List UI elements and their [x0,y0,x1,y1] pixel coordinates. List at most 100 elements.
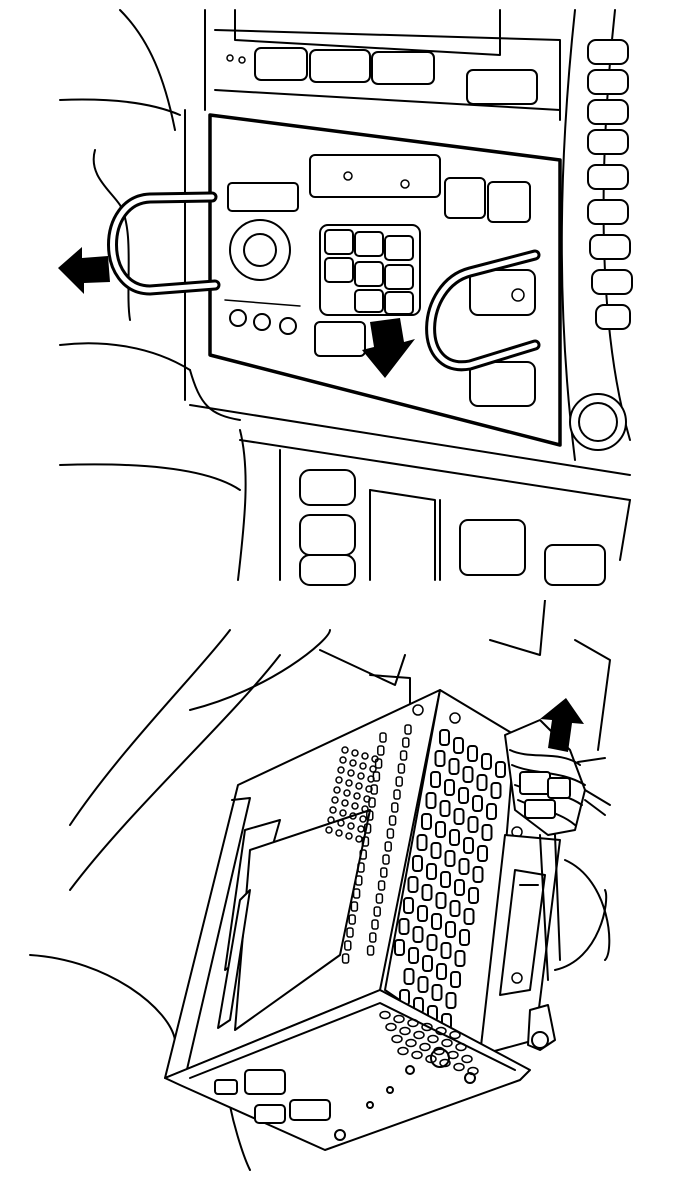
vent-slot [448,758,460,775]
vent-slot [434,750,446,767]
bottom-vent-dots [379,1010,479,1076]
chassis-right-side [479,834,561,1056]
vent-slot [476,774,488,791]
vent-slot [416,834,428,851]
vent-slot [454,950,466,967]
side-vent-grille [560,9,633,461]
vent-slot [486,803,497,820]
vent-slot [454,879,465,896]
vent-dot [382,854,390,865]
vent-dot [370,784,378,795]
vent-dot [395,776,403,787]
chassis-removal-panel [0,600,688,1178]
vent-slot [435,821,446,838]
vent-dot [366,810,374,821]
vent-dot [361,836,370,847]
vent-slot [439,800,451,817]
vent-dot [355,782,363,790]
vent-dot [349,812,357,820]
vent-dot [353,792,361,800]
chassis-vent-dots [325,724,412,964]
vent-slot [453,808,465,825]
vent-slot [440,871,451,888]
vent-dot [341,746,349,754]
vent-dot [385,1022,397,1032]
vent-slot [430,842,442,859]
vent-slot [459,929,470,946]
vent-slot [436,963,447,980]
vent-dot [404,724,412,735]
vent-dot [427,1034,439,1044]
vent-slot [422,955,433,972]
vent-slot [412,855,423,872]
vent-dot [447,1050,459,1060]
vent-dot [359,762,367,770]
vent-dot [333,786,341,794]
vent-dot [441,1038,453,1048]
vent-dot [380,867,388,878]
vent-dot [363,823,372,834]
vent-slot [463,908,475,925]
vent-dot [379,1010,391,1020]
vent-slot [445,921,456,938]
vent-slot [449,900,461,917]
vent-dot [341,953,350,964]
radio-removal-tool-left [107,191,221,296]
vent-slot [450,971,461,988]
vent-dot [393,789,401,800]
vent-dot [337,819,345,827]
radio-chassis-drawing [29,600,611,1171]
vent-dot [397,1046,409,1056]
vent-slot [472,866,484,883]
upper-bezel [214,9,561,121]
vent-slot [435,892,447,909]
vent-slot [472,795,483,812]
vent-dot [343,789,351,797]
vent-dot [355,875,363,886]
vent-dot [413,1030,425,1040]
vent-slot [467,745,478,762]
vent-dot [379,732,387,743]
vent-dot [331,796,339,804]
vent-dot [433,1046,445,1056]
vent-dot [346,927,354,938]
vent-dot [357,772,365,780]
vent-dot [361,805,369,813]
vent-dot [351,749,359,757]
vent-dot [345,779,353,787]
vent-dot [439,1058,451,1068]
dash-radio-drawing [58,9,633,586]
vent-slot [398,918,410,935]
vent-dot [461,1054,473,1064]
vent-slot [458,858,470,875]
vent-dot [399,750,408,761]
vent-dot [329,806,337,814]
radio-removal-tool-right [425,249,541,372]
vent-slot [408,947,419,964]
vent-dot [455,1042,467,1052]
vent-slot [458,787,469,804]
vent-slot [490,782,502,799]
vent-dot [391,1034,403,1044]
pull-left-arrow [58,247,110,294]
vent-dot [419,1042,431,1052]
vent-dot [407,1018,419,1028]
vent-dot [467,1066,479,1076]
vent-dot [350,901,359,912]
vent-dot [337,766,345,774]
vent-dot [352,888,361,899]
vent-dot [357,862,365,873]
vent-slot [425,792,437,809]
vent-dot [425,1054,437,1064]
vent-slot [440,942,452,959]
disconnect-up-arrow [540,698,584,752]
vent-dot [351,802,359,810]
vent-dot [391,802,399,813]
vent-dot [341,799,349,807]
dash-cavity-lines [29,600,611,1171]
vent-dot [335,829,343,837]
vent-slot [394,939,405,956]
vent-slot [417,905,428,922]
vent-dot [421,1022,433,1032]
vent-slot [453,737,464,754]
